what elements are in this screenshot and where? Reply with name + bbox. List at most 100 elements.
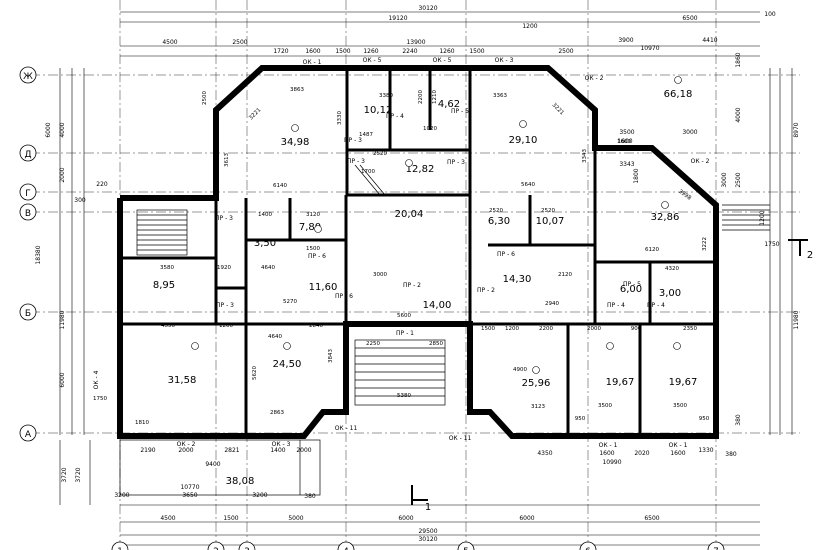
room-area-34-98: 34,98 [281, 137, 310, 148]
axis-col-7: 7 [713, 547, 719, 550]
dim-top-mid-overall: 13900 [406, 39, 425, 46]
window-ok2-bottom: ОК - 2 [177, 441, 196, 448]
dim-bottom-30120: 30120 [418, 536, 437, 543]
dim-bottom-6000a: 6000 [398, 515, 413, 522]
stair-center [354, 164, 446, 406]
dim-inner-2500: 2500 [202, 91, 208, 105]
room-area-14-00: 14,00 [423, 300, 452, 311]
dim-inner-3380: 3380 [379, 93, 393, 99]
dim-inner-3863a: 3863 [290, 87, 304, 93]
dim-right-3000b: 3000 [682, 129, 697, 136]
dim-bottom-6000b: 6000 [519, 515, 534, 522]
door-pr3-c: ПР - 3 [447, 159, 465, 166]
dim-inner-2520: 2520 [373, 151, 387, 157]
dim-inner-3580: 3580 [160, 265, 174, 271]
dim-left-18380: 18380 [35, 245, 42, 264]
dim-top-overall: 30120 [418, 5, 437, 12]
left-dimension-texts: 18380 6000 4000 2000 6000 11980 220 300 [35, 122, 108, 387]
door-pr4-a: ПР - 4 [386, 113, 404, 120]
dim-top-1260: 1260 [363, 48, 378, 55]
door-pr6-b: ПР - 6 [497, 251, 515, 258]
dim-left-11980: 11980 [59, 310, 66, 329]
dim-inner-3222: 3222 [702, 237, 708, 251]
dim-inner-2850: 2850 [429, 341, 443, 347]
room-area-31-58: 31,58 [168, 375, 197, 386]
dim-inner-2940: 2940 [545, 301, 559, 307]
dim-inner-4640: 4640 [261, 265, 275, 271]
section-2-label: 2 [807, 250, 813, 261]
room-area-6-00: 6,00 [620, 284, 642, 295]
room-area-6-30: 6,30 [488, 216, 510, 227]
dim-inner-4640b: 4640 [268, 334, 282, 340]
window-ok11-right: ОК - 11 [449, 435, 472, 442]
dim-inner-6140: 6140 [273, 183, 287, 189]
room-area-12-82: 12,82 [406, 164, 435, 175]
opening-labels: ОК - 1 ОК - 5 ОК - 5 ОК - 3 ОК - 2 ОК - … [93, 57, 710, 449]
top-dimension-texts: 30120 19120 6500 13900 4500 2500 1720 16… [162, 5, 776, 55]
axis-lines [30, 0, 800, 550]
dim-bottom-2000: 2000 [178, 447, 193, 454]
room-area-8-95: 8,95 [153, 280, 175, 291]
room-area-32-86: 32,86 [651, 212, 680, 223]
room-area-10-12: 10,12 [364, 105, 393, 116]
dim-inner-4320: 4320 [665, 266, 679, 272]
section-1-label: 1 [425, 502, 431, 513]
room-markers [191, 76, 682, 374]
bottom-dimension-texts: 4500 1500 5000 6000 6000 6500 29500 3012… [114, 447, 737, 543]
room-area-24-50: 24,50 [273, 359, 302, 370]
window-ok2-right: ОК - 2 [585, 75, 604, 82]
axis-row-v: В [25, 209, 31, 219]
dim-right-3500: 3500 [619, 129, 634, 136]
section-marks [411, 239, 808, 505]
dim-inner-3500a: 3500 [598, 403, 612, 409]
dim-bottom-2821: 2821 [224, 447, 239, 454]
door-pr3-b: ПР - 3 [347, 158, 365, 165]
axis-col-1: 1 [117, 547, 123, 550]
dim-inner-1810: 1810 [135, 420, 149, 426]
axis-col-3: 3 [244, 547, 250, 550]
room-area-3-00: 3,00 [659, 288, 681, 299]
dim-inner-2840: 2840 [309, 323, 323, 329]
dim-bottom-4500: 4500 [160, 515, 175, 522]
room-area-19-67b: 19,67 [669, 377, 698, 388]
dim-inner-3120: 3120 [306, 212, 320, 218]
dim-top-1500: 1500 [335, 48, 350, 55]
dim-right-1600: 1600 [617, 138, 632, 145]
room-area-20-04: 20,04 [395, 209, 424, 220]
interior-walls [120, 68, 716, 436]
dim-left-4000: 4000 [59, 122, 66, 137]
dim-inner-1750: 1750 [93, 396, 107, 402]
stair-left [136, 209, 188, 256]
dim-bottom-3200: 3200 [114, 492, 129, 499]
dim-top-right-overall: 6500 [682, 15, 697, 22]
dim-top-2500a: 2500 [232, 39, 247, 46]
dim-right-1200: 1200 [759, 210, 766, 225]
dim-top-1720: 1720 [273, 48, 288, 55]
room-area-7-80: 7,80 [299, 222, 321, 233]
dim-bottom-2020: 2020 [634, 450, 649, 457]
dim-inner-2350: 2350 [683, 326, 697, 332]
stair-right-exterior [722, 204, 770, 231]
door-pr3-a: ПР - 3 [344, 137, 362, 144]
room-area-10-07: 10,07 [536, 216, 565, 227]
dim-inner-2863: 2863 [270, 410, 284, 416]
room-area-11-60: 11,60 [309, 282, 338, 293]
dim-inner-1600: 1600 [617, 139, 631, 145]
dim-inner-2250: 2250 [366, 341, 380, 347]
dim-bottom-6500: 6500 [644, 515, 659, 522]
axis-row-g: Г [25, 189, 31, 199]
right-dimension-texts: 8970 4000 1860 3000 2500 1200 1750 11980… [617, 52, 800, 426]
dim-left-6000: 6000 [45, 122, 52, 137]
room-area-66-18: 66,18 [664, 89, 693, 100]
dim-inner-3998: 3998 [677, 189, 692, 202]
axis-bubbles [19, 66, 725, 550]
dim-inner-2520c: 2520 [541, 208, 555, 214]
dim-inner-6120: 6120 [645, 247, 659, 253]
dim-inner-3221b: 3221 [551, 102, 565, 116]
door-pr4-c: ПР - 4 [647, 302, 665, 309]
dim-inner-3363: 3363 [493, 93, 507, 99]
dim-inner-950b: 950 [699, 416, 710, 422]
dim-top-sub-overall: 19120 [388, 15, 407, 22]
dim-inner-2200b: 2200 [539, 326, 553, 332]
